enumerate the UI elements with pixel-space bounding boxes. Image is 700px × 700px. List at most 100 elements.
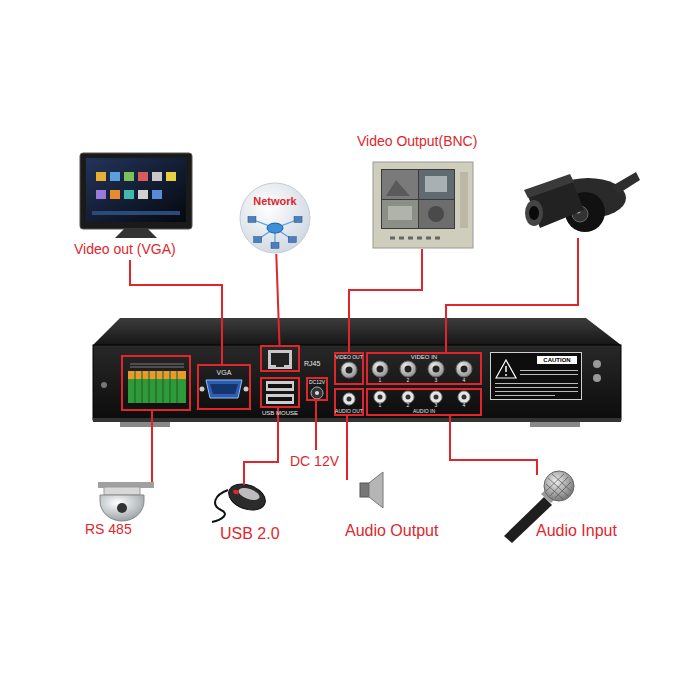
device-label: Audio Output	[345, 523, 438, 539]
computer-icon	[294, 216, 302, 222]
port-label: VIDEO OUT	[330, 355, 368, 360]
bnc-connector	[428, 361, 444, 377]
connector-line	[276, 254, 279, 345]
view-detail	[425, 176, 447, 192]
camera-view	[382, 170, 418, 199]
computer-icon	[288, 237, 296, 243]
rj45-jack	[268, 350, 292, 369]
globe-outline	[239, 182, 311, 254]
globe-circle	[240, 183, 310, 253]
vga-connector	[206, 380, 242, 398]
bnc-connector	[341, 362, 357, 378]
screen-icon	[96, 172, 106, 181]
leader-line	[346, 416, 348, 480]
port-label: VGA	[199, 369, 249, 376]
crt-monitor	[373, 162, 473, 248]
port-label: USB MOUSE	[256, 410, 304, 416]
monitor-side	[460, 172, 468, 228]
screen-icon	[138, 172, 148, 181]
view-detail	[428, 206, 444, 222]
speaker-cone	[369, 472, 383, 508]
bnc-center	[461, 366, 468, 373]
leader-line	[244, 408, 278, 485]
usb-port-box: USB MOUSE	[260, 377, 300, 408]
network-hub	[267, 223, 283, 233]
device-label: Audio Input	[536, 523, 617, 539]
dvr-rear-panel	[93, 345, 621, 420]
fine-print	[520, 374, 578, 375]
ptz-lens	[117, 503, 127, 513]
screen-icon	[124, 172, 134, 181]
leader-lines	[130, 238, 578, 485]
device-label: DC 12V	[290, 454, 339, 468]
audio-in-box: AUDIO IN1234	[366, 388, 482, 416]
rca-jack	[430, 391, 442, 403]
terminal-markings	[130, 364, 184, 367]
usb-slot	[268, 397, 292, 401]
channel-number: 3	[432, 378, 440, 383]
vga-screw	[200, 387, 205, 392]
terminal-outline	[122, 356, 190, 410]
monitor-buttons	[390, 237, 440, 240]
device-label: RS 485	[85, 522, 132, 536]
camera-mount	[612, 172, 640, 194]
screen-icon	[96, 190, 106, 199]
rj45-port-box: RJ45	[260, 345, 300, 372]
camera-view	[419, 200, 454, 228]
usb-port	[266, 381, 294, 391]
crt-screen	[381, 169, 455, 229]
port-label: AUDIO IN	[368, 409, 480, 414]
bnc-center	[377, 366, 384, 373]
mic-grille	[544, 471, 574, 501]
caution-text: CAUTION	[537, 356, 577, 364]
screen-icon	[138, 190, 148, 199]
fine-print	[495, 387, 578, 388]
mouse-cable	[212, 490, 228, 522]
audio-out-box: AUDIO OUT	[334, 388, 364, 416]
view-detail	[386, 180, 410, 196]
network-label: Network	[239, 196, 311, 207]
panel-screw	[101, 382, 107, 388]
rca-jack	[458, 391, 470, 403]
ptz-neck	[104, 487, 140, 495]
leader-line	[151, 410, 153, 482]
rj45-tab	[276, 363, 284, 367]
rca-jack	[402, 391, 414, 403]
warning-dot	[505, 374, 507, 376]
camera-view	[382, 200, 418, 228]
port-label: AUDIO OUT	[330, 409, 368, 414]
bullet-front	[525, 200, 543, 226]
channel-number: 3	[432, 403, 440, 408]
view-detail	[388, 206, 412, 220]
caution-sticker-body	[491, 353, 581, 399]
computer-icon	[271, 242, 279, 248]
panel-screw	[593, 374, 601, 382]
rca-center	[462, 395, 467, 400]
channel-number: 2	[404, 403, 412, 408]
video-in-box: VIDEO IN1234	[366, 352, 482, 385]
bnc-connector	[456, 361, 472, 377]
warning-mark	[505, 366, 507, 372]
usb-port	[266, 394, 294, 404]
bnc-center	[346, 367, 353, 374]
dvr-foot	[530, 422, 580, 427]
computer-icon	[254, 237, 262, 243]
dvr-lip	[93, 418, 621, 422]
leader-line	[315, 401, 317, 450]
monitor-screen	[86, 158, 186, 222]
rca-jack	[343, 393, 355, 405]
computer-icon	[248, 216, 256, 222]
screen-bar	[92, 211, 180, 215]
rca-center	[378, 395, 383, 400]
usb-slot	[268, 384, 292, 388]
panel-screw	[593, 360, 601, 368]
leader-line	[130, 260, 222, 364]
fine-print	[495, 391, 578, 392]
rca-jack	[374, 391, 386, 403]
bullet-lens	[529, 206, 539, 220]
